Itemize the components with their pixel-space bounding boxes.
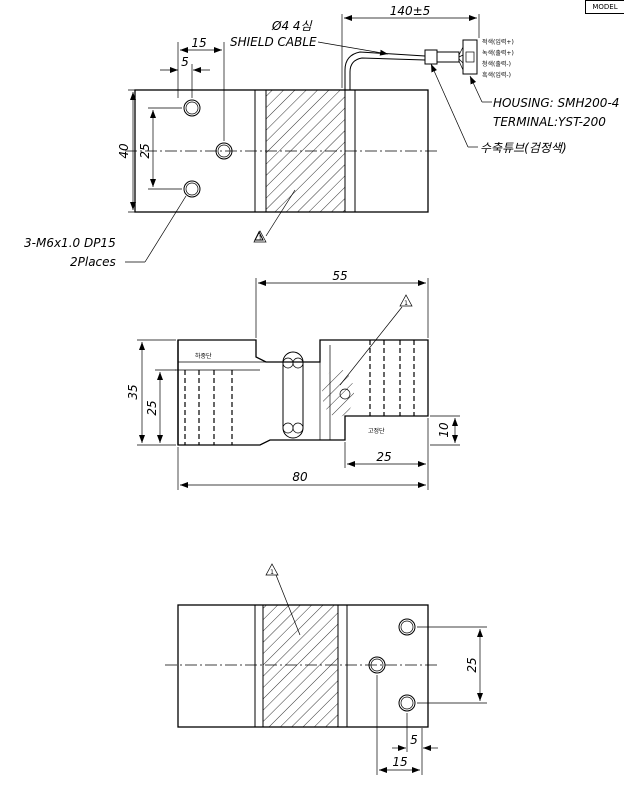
side-dim-80: 80 <box>292 470 308 484</box>
side-rev-mark <box>399 294 413 307</box>
bottom-hole-3 <box>398 694 416 712</box>
bottom-dim-25: 25 <box>465 657 479 672</box>
top-dim-15: 15 <box>191 36 206 50</box>
side-dim-25b: 25 <box>376 450 391 464</box>
side-slot <box>282 351 304 439</box>
side-dim-55: 55 <box>332 269 347 283</box>
bottom-view: 25 5 15 1 <box>165 563 487 775</box>
tube-note: 수축튜브(검정색) <box>480 141 567 155</box>
svg-text:1: 1 <box>270 569 274 576</box>
top-view: 15 5 40 25 3-M6x1.0 DP15 2Places 1 <box>24 4 619 269</box>
top-dim-5: 5 <box>181 55 189 69</box>
load-side-label: 하중단 <box>195 352 212 360</box>
thread-note: 3-M6x1.0 DP15 <box>24 236 116 250</box>
bottom-hole-2 <box>368 656 386 674</box>
wire-2: 녹색(출력+) <box>482 49 514 57</box>
places-note: 2Places <box>70 255 116 269</box>
housing-connector <box>462 39 478 75</box>
top-dim-40: 40 <box>117 143 131 159</box>
cable-length: 140±5 <box>390 4 431 18</box>
bottom-hatched-area <box>262 604 339 728</box>
side-dim-10: 10 <box>437 422 451 438</box>
model-label: MODEL <box>585 0 624 14</box>
bottom-hole-1 <box>398 618 416 636</box>
top-hole-1 <box>183 99 201 117</box>
bottom-dim-15: 15 <box>392 755 407 769</box>
terminal-note: TERMINAL:YST-200 <box>493 115 606 129</box>
cable <box>344 51 426 90</box>
svg-text:1: 1 <box>404 300 408 307</box>
top-hole-3 <box>183 180 201 198</box>
shrink-tube <box>424 49 438 65</box>
side-gauge-area <box>322 369 354 417</box>
side-view: 55 35 25 80 10 25 하중단 고정단 1 <box>126 269 460 490</box>
shield-cable-label: SHIELD CABLE <box>230 35 317 49</box>
fixed-side-label: 고정단 <box>368 427 385 435</box>
top-rev-mark <box>253 230 267 243</box>
side-dim-25: 25 <box>145 400 159 415</box>
cable-spec: Ø4 4심 <box>271 19 313 33</box>
wire-3: 청색(출력-) <box>482 60 511 68</box>
side-body-outline <box>177 339 429 446</box>
top-hole-2 <box>215 142 233 160</box>
side-dim-35: 35 <box>126 384 140 399</box>
wire-1: 적색(입력+) <box>482 38 514 46</box>
wire-4: 흑색(입력-) <box>482 71 511 79</box>
svg-text:1: 1 <box>258 235 262 242</box>
top-dim-25: 25 <box>138 143 152 158</box>
bottom-dim-5: 5 <box>410 733 418 747</box>
bottom-rev-mark <box>265 563 279 576</box>
housing-note: HOUSING: SMH200-4 <box>493 96 619 110</box>
